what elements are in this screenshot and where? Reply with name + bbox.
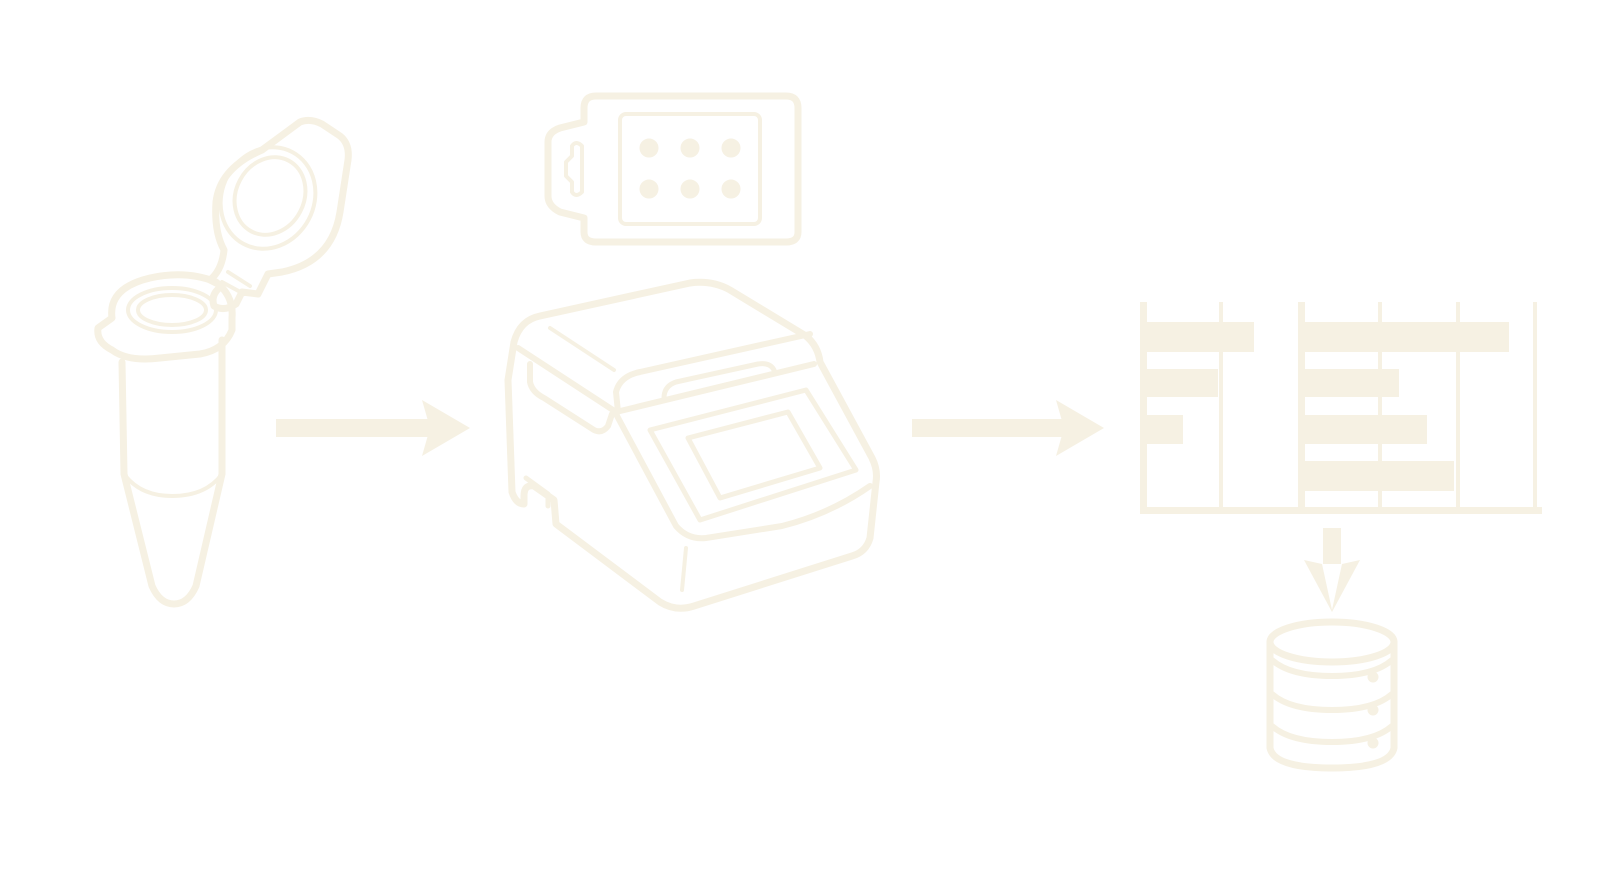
tube-body bbox=[118, 336, 226, 608]
chart-gridline bbox=[1456, 302, 1460, 507]
sequencing-instrument-icon bbox=[504, 278, 880, 612]
arrow-shaft bbox=[276, 419, 434, 437]
chart-axis-bottom bbox=[1140, 507, 1542, 514]
arrow-shaft bbox=[1323, 528, 1341, 564]
arrow-output-to-storage bbox=[1304, 528, 1360, 612]
flow-cell-lanes bbox=[639, 138, 741, 199]
instrument-drawer bbox=[527, 361, 615, 435]
instrument-tray bbox=[647, 387, 859, 523]
flow-cell-lane-dot bbox=[721, 138, 741, 158]
tube-opening-outer bbox=[126, 286, 218, 334]
chart-axis-left bbox=[1140, 302, 1147, 514]
flow-cell-lane-dot bbox=[639, 179, 659, 199]
instrument-screen bbox=[685, 409, 823, 501]
chart-gridline bbox=[1533, 302, 1537, 507]
database-icon bbox=[1266, 618, 1398, 772]
instrument-lid-front-edge bbox=[515, 345, 817, 415]
flow-cell-lane-dot bbox=[680, 138, 700, 158]
flow-cell-lane-dot bbox=[680, 179, 700, 199]
database-ring bbox=[1269, 657, 1395, 679]
instrument-slot-ledge bbox=[613, 331, 813, 415]
aligned-reads-chart-icon bbox=[1140, 302, 1542, 514]
arrow-sequencer-to-output bbox=[912, 400, 1104, 456]
read-bar bbox=[1147, 322, 1254, 352]
tube-opening-inner bbox=[136, 293, 208, 327]
arrow-head bbox=[422, 400, 470, 456]
database-ring bbox=[1269, 723, 1395, 745]
read-bar bbox=[1305, 322, 1509, 352]
database-indicator-dot bbox=[1367, 704, 1379, 716]
arrow-shaft bbox=[912, 419, 1068, 437]
flow-cell-clip bbox=[564, 141, 584, 197]
instrument-side-vent bbox=[680, 546, 688, 592]
tube-hinge bbox=[220, 270, 252, 296]
read-bar bbox=[1147, 369, 1218, 397]
database-ring bbox=[1269, 691, 1395, 713]
instrument-lid-ridge bbox=[548, 326, 616, 372]
arrow-head bbox=[1056, 400, 1104, 456]
chart-gridline bbox=[1219, 302, 1223, 507]
arrow-head bbox=[1304, 560, 1360, 612]
read-bar bbox=[1147, 415, 1183, 444]
microcentrifuge-tube-icon bbox=[94, 116, 352, 608]
tube-lid-outer-ring bbox=[218, 145, 318, 251]
read-bar bbox=[1305, 415, 1427, 444]
flow-cell-outline bbox=[544, 92, 802, 246]
instrument-front-panel bbox=[613, 411, 873, 542]
flow-cell-lane-dot bbox=[639, 138, 659, 158]
database-top bbox=[1266, 618, 1398, 666]
instrument-slot bbox=[661, 361, 777, 401]
tube-lid-inner-ring bbox=[232, 155, 308, 237]
read-bar bbox=[1305, 461, 1454, 491]
sequencing-flow-cell-icon bbox=[544, 92, 802, 246]
arrow-tube-to-sequencer bbox=[276, 400, 470, 456]
database-indicator-dot bbox=[1367, 671, 1379, 683]
instrument-body bbox=[504, 278, 880, 612]
instrument-latch bbox=[523, 475, 551, 509]
tube-rim bbox=[94, 271, 236, 363]
flow-cell-window bbox=[618, 112, 762, 226]
chart-frame bbox=[1140, 302, 1542, 514]
chart-gridline bbox=[1378, 302, 1382, 507]
database-indicator-dot bbox=[1367, 737, 1379, 749]
chart-gridline bbox=[1298, 302, 1305, 507]
flow-cell-lane-dot bbox=[721, 179, 741, 199]
tube-lid bbox=[206, 116, 352, 313]
chart-bars bbox=[1147, 322, 1509, 491]
database-indicators bbox=[1367, 671, 1379, 749]
database-body bbox=[1266, 638, 1398, 772]
tube-body-band bbox=[122, 472, 224, 498]
read-bar bbox=[1305, 369, 1399, 397]
